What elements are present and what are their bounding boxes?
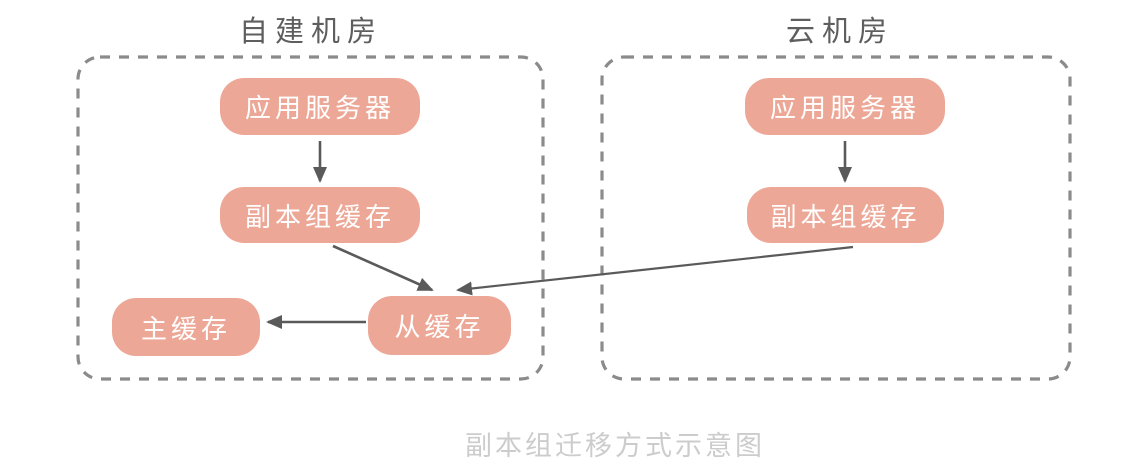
node-cloud-app-server: 应用服务器 — [745, 78, 945, 135]
node-self-slave-cache: 从缓存 — [368, 296, 511, 355]
node-cloud-replica-cache: 副本组缓存 — [747, 187, 944, 243]
node-self-app-server-label: 应用服务器 — [244, 94, 395, 124]
arrow-cloud-replica-to-self-slave — [456, 245, 854, 296]
zone-title-self-built-dc: 自建机房 — [238, 14, 384, 48]
zone-title-cloud-dc: 云机房 — [785, 14, 895, 48]
node-cloud-replica-cache-label: 副本组缓存 — [770, 202, 921, 233]
node-self-app-server: 应用服务器 — [220, 78, 420, 135]
node-self-master-cache-label: 主缓存 — [140, 314, 231, 345]
arrow-self-replica-to-slave — [332, 244, 434, 292]
node-self-replica-cache-label: 副本组缓存 — [244, 202, 395, 233]
cloud-dc-border — [600, 55, 1072, 381]
node-self-slave-cache-label: 从缓存 — [394, 313, 485, 343]
node-self-replica-cache: 副本组缓存 — [220, 187, 420, 243]
self-dc-border — [76, 55, 545, 381]
node-self-master-cache: 主缓存 — [112, 298, 260, 356]
diagram-caption: 副本组迁移方式示意图 — [465, 431, 765, 462]
node-cloud-app-server-label: 应用服务器 — [769, 94, 920, 124]
